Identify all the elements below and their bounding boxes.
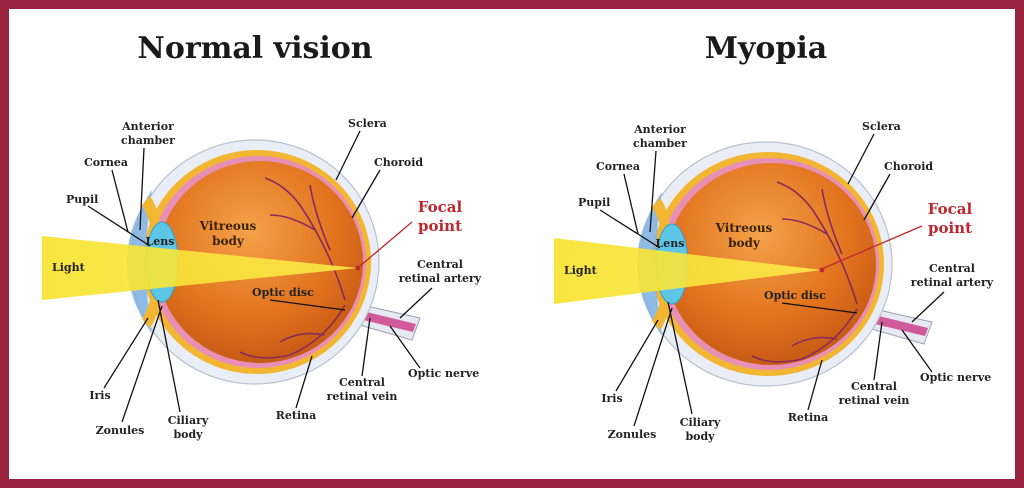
vitreous-label-1-2: Vitreous xyxy=(715,221,773,235)
focal-point-marker xyxy=(355,265,361,271)
choroid-label: Choroid xyxy=(374,156,423,169)
retinal-vessels-2 xyxy=(751,181,858,363)
focal-point-marker-2 xyxy=(819,267,825,273)
iris-top-shape xyxy=(142,196,160,232)
cornea-label-2: Cornea xyxy=(596,160,640,173)
retinal-artery-label-1-2: Central xyxy=(929,262,975,275)
light-label-2: Light xyxy=(564,264,598,277)
panel-normal-vision: Normal vision Lens Light xyxy=(42,31,482,441)
choroid-label-2: Choroid xyxy=(884,160,933,173)
light-label: Light xyxy=(52,261,86,274)
retinal-vein-label-2: retinal vein xyxy=(327,390,398,403)
focal-point-label-1: Focal xyxy=(418,198,463,216)
retinal-vein-label-2-2: retinal vein xyxy=(839,394,910,407)
retinal-vein-label-1-2: Central xyxy=(851,380,897,393)
optic-disc-label-2: Optic disc xyxy=(764,289,826,302)
retinal-artery-label-2: retinal artery xyxy=(399,272,482,285)
iris-bottom-shape xyxy=(142,292,160,328)
retina-label-2: Retina xyxy=(788,411,829,424)
focal-point-label-2-2: point xyxy=(928,219,972,237)
focal-point-label-2: point xyxy=(418,217,462,235)
retinal-vein-label-1: Central xyxy=(339,376,385,389)
ciliary-body-label-1: Ciliary xyxy=(168,414,209,427)
optic-nerve-label: Optic nerve xyxy=(408,367,479,380)
sclera-label-2: Sclera xyxy=(862,120,901,133)
panel-myopia: Myopia Lens Light Vitreous body Optic di… xyxy=(554,31,994,443)
anterior-chamber-label-2: chamber xyxy=(121,134,175,147)
vitreous-label-1: Vitreous xyxy=(199,219,257,233)
title-myopia: Myopia xyxy=(705,31,827,66)
anterior-chamber-label-2-2: chamber xyxy=(633,137,687,150)
focal-point-label-1-2: Focal xyxy=(928,200,973,218)
ciliary-body-label-1-2: Ciliary xyxy=(680,416,721,429)
pupil-label: Pupil xyxy=(66,193,98,206)
retinal-artery-label-1: Central xyxy=(417,258,463,271)
retinal-vessels xyxy=(239,177,346,359)
title-normal-vision: Normal vision xyxy=(137,31,372,66)
ciliary-body-label-2: body xyxy=(173,428,203,441)
zonules-label-2: Zonules xyxy=(608,428,657,441)
zonules-label: Zonules xyxy=(96,424,145,437)
vitreous-label-2: body xyxy=(212,234,245,248)
iris-label: Iris xyxy=(89,389,110,402)
lens-label-2: Lens xyxy=(656,237,685,250)
anterior-chamber-label-1: Anterior xyxy=(121,120,174,133)
pupil-label-2: Pupil xyxy=(578,196,610,209)
optic-nerve-label-2: Optic nerve xyxy=(920,371,991,384)
optic-disc-label: Optic disc xyxy=(252,286,314,299)
cornea-label: Cornea xyxy=(84,156,128,169)
retinal-artery-label-2-2: retinal artery xyxy=(911,276,994,289)
iris-bottom-shape-2 xyxy=(652,294,670,330)
light-beam-2 xyxy=(554,238,822,304)
sclera-label: Sclera xyxy=(348,117,387,130)
ciliary-body-label-2-2: body xyxy=(685,430,715,443)
lens-label: Lens xyxy=(146,235,175,248)
iris-top-shape-2 xyxy=(652,198,670,234)
iris-label-2: Iris xyxy=(601,392,622,405)
retina-label: Retina xyxy=(276,409,317,422)
light-beam xyxy=(42,236,358,300)
vitreous-label-2-2: body xyxy=(728,236,761,250)
anterior-chamber-label-1-2: Anterior xyxy=(633,123,686,136)
